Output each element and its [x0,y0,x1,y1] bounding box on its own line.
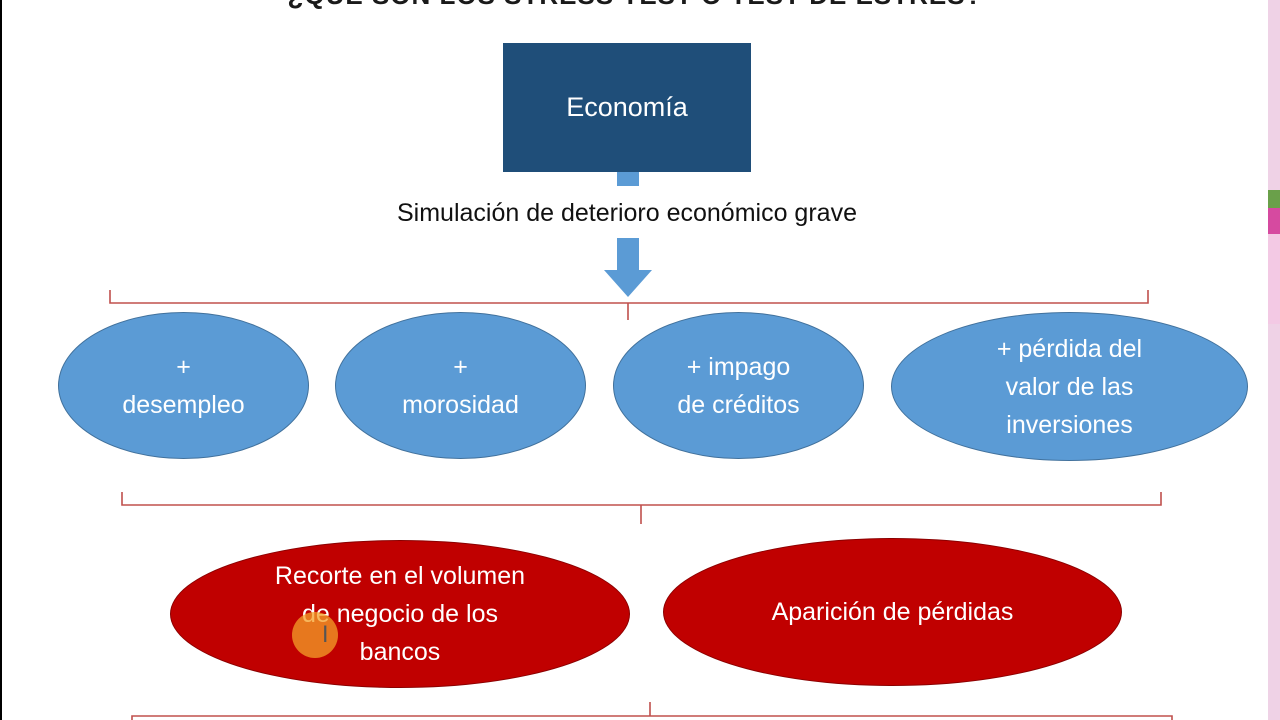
economia-label: Economía [566,92,688,122]
consequence-line: Recorte en el volumen [274,562,526,590]
effect-line: inversiones [1006,410,1133,439]
down-arrow-icon [604,238,652,297]
consequence-aparicion-perdidas: Aparición de pérdidas [663,538,1122,686]
effect-line: morosidad [402,390,519,419]
bracket-effects [109,290,1149,320]
effect-line: valor de las [1005,372,1134,401]
consequence-recorte-volumen: Recorte en el volumen de negocio de los … [170,540,630,688]
bracket-consequences [121,492,1162,524]
effect-morosidad: + morosidad [335,312,586,459]
simulation-label: Simulación de deterioro económico grave [397,199,857,227]
effect-line: de créditos [677,390,800,419]
connector-stem [617,172,639,186]
effect-desempleo: + desempleo [58,312,309,459]
consequence-line: bancos [359,638,441,666]
slide-title: ¿QUÉ SON LOS STRESS TEST O TEST DE ESTRÉ… [2,0,1268,10]
mouse-highlight-icon [292,612,338,658]
effect-perdida-inversiones: + pérdida del valor de las inversiones [891,312,1248,461]
effect-impago-creditos: + impago de créditos [613,312,864,459]
text-cursor-icon: I [322,623,329,648]
consequence-line: Aparición de pérdidas [771,598,1014,626]
economia-box: Economía [503,43,751,172]
effect-line: + [453,352,468,381]
bracket-bottom [131,702,1173,720]
window-edge-strip [1268,0,1280,720]
effect-line: + pérdida del [996,334,1143,363]
effect-line: + [176,352,191,381]
effect-line: desempleo [122,390,245,419]
effect-line: + impago [686,352,791,381]
